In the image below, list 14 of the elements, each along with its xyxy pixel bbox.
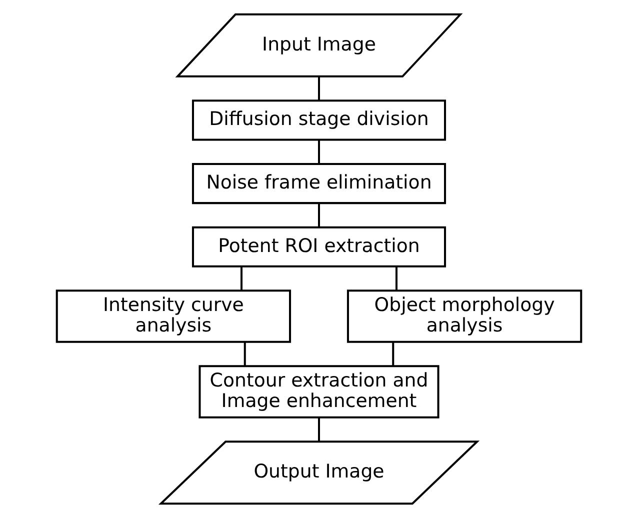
connector [394, 266, 397, 290]
node-box: Contour extraction and Image enhancement [198, 364, 439, 418]
connector [243, 342, 246, 366]
node-box: Diffusion stage division [191, 99, 446, 140]
connector [318, 139, 320, 164]
connector [240, 266, 242, 290]
node-box: Object morphology analysis [346, 289, 582, 342]
node-box: Intensity curve analysis [55, 289, 291, 342]
node-box: Potent ROI extraction [191, 226, 446, 267]
connector [318, 417, 320, 442]
node-box: Noise frame elimination [191, 162, 446, 204]
connector [318, 202, 320, 226]
connector [318, 76, 320, 100]
connector [392, 342, 394, 366]
